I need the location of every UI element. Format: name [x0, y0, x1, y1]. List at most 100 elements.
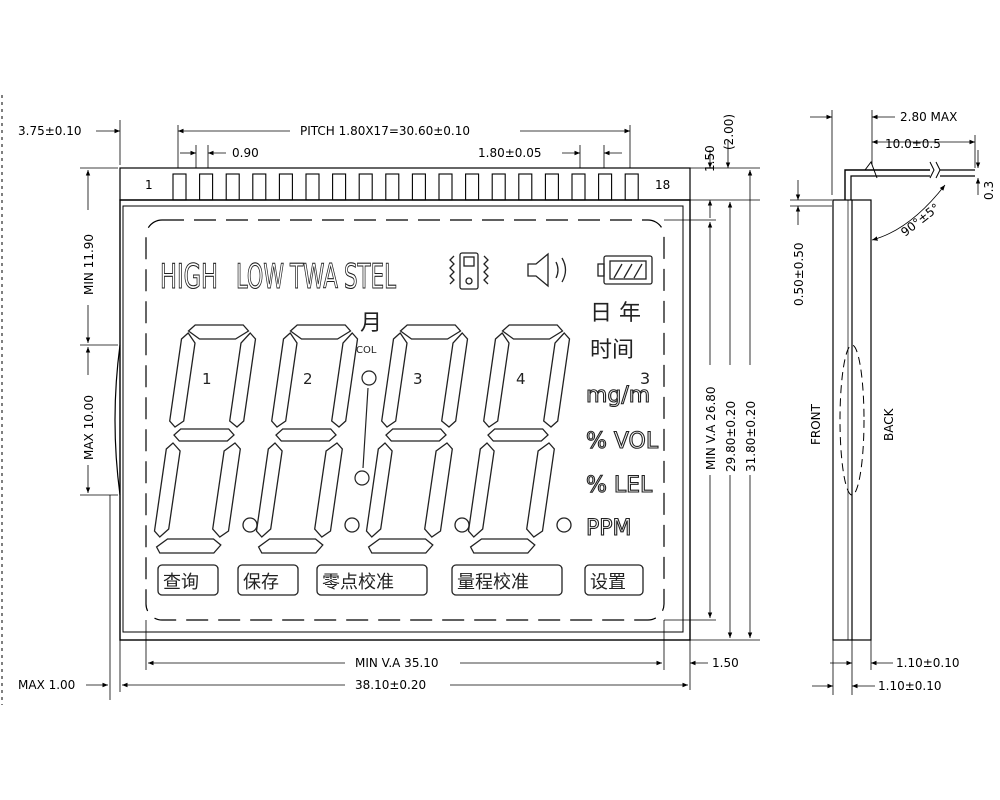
unit-mgm3: mg/m	[586, 383, 650, 408]
pin	[305, 173, 320, 201]
mode-stel: STEL	[344, 257, 396, 297]
digit-1-segment-a	[187, 324, 250, 340]
button-zero-cal-label: 零点校准	[322, 572, 394, 593]
digit-2-segment-f	[271, 332, 298, 428]
side-dim-pin-thick: 0.3	[982, 181, 996, 200]
button-span-cal	[451, 564, 563, 596]
digit-1-segment-d	[155, 538, 222, 554]
digit-2-segment-b	[331, 332, 359, 428]
pin	[172, 173, 187, 201]
unit-vol: % VOL	[586, 429, 659, 454]
digit-number-3: 3	[413, 370, 423, 388]
dim-offset-left: 3.75±0.10	[18, 124, 82, 138]
button-settings	[584, 564, 644, 596]
digit-number-4: 4	[516, 370, 526, 388]
digit-4-segment-e	[467, 442, 495, 538]
pin	[225, 173, 240, 201]
digit-4-segment-b	[543, 332, 571, 428]
pin	[518, 173, 533, 201]
pin	[332, 173, 347, 201]
button-save-label: 保存	[243, 572, 279, 593]
digit-2-decimal-point	[344, 517, 360, 533]
pin-row	[172, 173, 639, 201]
button-save	[237, 564, 299, 596]
digit-2-segment-e	[255, 442, 283, 538]
pin	[544, 173, 559, 201]
dim-pin-gap: 1.80±0.05	[478, 146, 542, 160]
pin	[598, 173, 613, 201]
digit-1-decimal-point	[242, 517, 258, 533]
viewing-area	[145, 219, 665, 621]
dim-height-3180: 31.80±0.20	[744, 401, 758, 472]
dim-pin-width: 0.90	[232, 146, 259, 160]
seven-segment-digits	[153, 324, 572, 554]
pin	[571, 173, 586, 201]
unit-ppm: PPM	[586, 516, 632, 541]
side-label-back: BACK	[882, 407, 896, 441]
side-dim-max-280: 2.80 MAX	[900, 110, 957, 124]
digit-4-segment-a	[501, 324, 564, 340]
unit-date: 日 年	[590, 301, 641, 326]
dim-top-150: 1.50	[703, 145, 717, 172]
pin	[624, 173, 639, 201]
digit-3-segment-g	[385, 428, 447, 442]
battery-icon	[597, 255, 653, 285]
dim-right-150: 1.50	[712, 656, 739, 670]
button-query	[157, 564, 219, 596]
dim-max-100: MAX 1.00	[18, 678, 75, 692]
pin	[278, 173, 293, 201]
digit-number-1: 1	[202, 370, 212, 388]
colon-top	[361, 370, 377, 386]
dim-min-1190: MIN 11.90	[82, 234, 96, 295]
mode-indicators: HIGH LOW TWA STEL	[159, 256, 396, 297]
side-dim-angle: 90°±5°	[898, 201, 942, 240]
digit-3-segment-f	[381, 332, 408, 428]
dim-min-va-width: MIN V.A 35.10	[355, 656, 439, 670]
front-view	[114, 167, 691, 641]
button-span-cal-label: 量程校准	[457, 572, 529, 593]
side-label-front: FRONT	[809, 403, 823, 445]
pin	[252, 173, 267, 201]
mode-twa: TWA	[289, 257, 338, 297]
colon-bottom	[354, 470, 370, 486]
digit-3-segment-c	[424, 442, 453, 538]
pin	[199, 173, 214, 201]
digit-2-segment-g	[275, 428, 337, 442]
digit-4-segment-f	[483, 332, 510, 428]
side-dim-pin-len: 10.0±0.5	[885, 137, 941, 151]
button-zero-cal	[316, 564, 428, 596]
speaker-icon	[527, 252, 567, 288]
pin-last-label: 18	[655, 178, 670, 192]
pin	[491, 173, 506, 201]
digit-4-segment-c	[526, 442, 555, 538]
digit-1-segment-c	[212, 442, 241, 538]
digit-3-segment-b	[441, 332, 469, 428]
dim-top-200: (2.00)	[722, 114, 736, 150]
digit-3-segment-d	[367, 538, 434, 554]
unit-time: 时间	[590, 338, 634, 363]
pin	[411, 173, 426, 201]
digit-number-2: 2	[303, 370, 313, 388]
dim-max-1000: MAX 10.00	[82, 395, 96, 460]
digit-3-segment-a	[399, 324, 462, 340]
side-dim-edge-050: 0.50±0.50	[792, 243, 806, 307]
vibrate-icon	[449, 252, 489, 290]
digit-2-segment-c	[314, 442, 343, 538]
button-settings-label: 设置	[590, 572, 626, 593]
digit-1-segment-g	[173, 428, 235, 442]
pin	[438, 173, 453, 201]
dim-height-2980: 29.80±0.20	[724, 401, 738, 472]
side-dim-glass1: 1.10±0.10	[896, 656, 960, 670]
pin	[358, 173, 373, 201]
month-label: 月	[360, 311, 382, 336]
digit-2-segment-a	[289, 324, 352, 340]
digit-1-segment-f	[169, 332, 196, 428]
digit-3-segment-e	[365, 442, 393, 538]
digit-1-segment-e	[153, 442, 181, 538]
dim-pitch: PITCH 1.80X17=30.60±0.10	[300, 124, 470, 138]
unit-labels: 日 年 时间 mg/m 3 % VOL % LEL PPM	[585, 301, 659, 542]
digit-4-segment-g	[487, 428, 549, 442]
digit-4-segment-d	[469, 538, 536, 554]
pin	[385, 173, 400, 201]
